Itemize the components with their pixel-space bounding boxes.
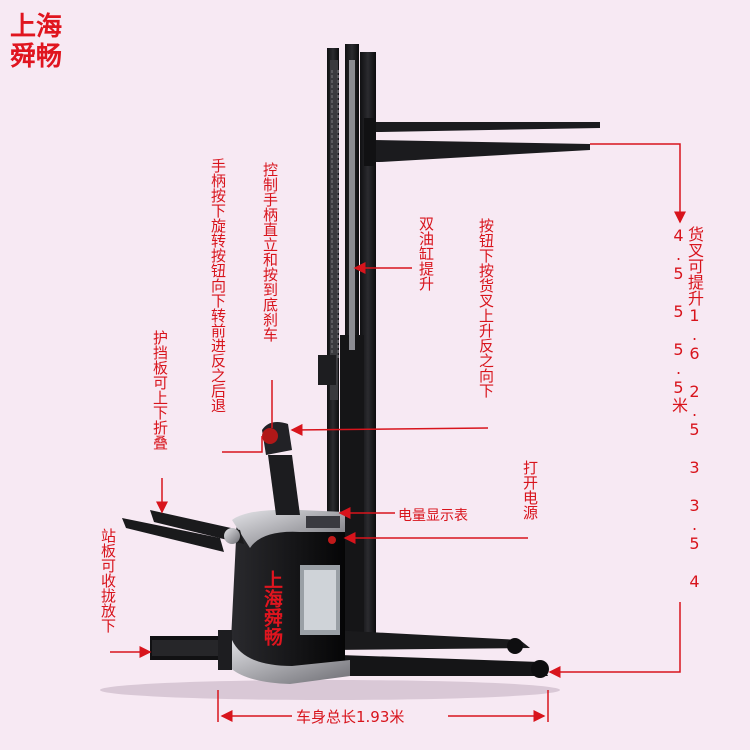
annotation-handle-rotate: 手柄按下旋转按钮向下转前进反之后退 — [209, 158, 227, 413]
base-legs — [330, 630, 549, 678]
annotation-body-length: 车身总长1.93米 — [296, 708, 405, 726]
forks — [364, 118, 600, 166]
annotation-guard: 护挡板可上下折叠 — [151, 330, 169, 450]
annotation-handle-control: 控制手柄直立和按到底刹车 — [261, 162, 279, 342]
truck-body — [220, 509, 350, 684]
folding-platform — [150, 630, 232, 670]
annotation-platform: 站板可收拢放下 — [99, 528, 117, 633]
annotation-double-cylinder: 双油缸提升 — [417, 216, 435, 291]
annotation-lift-height: 货叉可提升1.6 2.5 3 3.5 4 4.5 5 5.5米 — [669, 226, 704, 591]
control-handle — [262, 422, 300, 515]
body-watermark: 上海舜畅 — [261, 570, 283, 646]
brand-line-2: 舜畅 — [10, 42, 63, 72]
brand-logo: 上海 舜畅 — [10, 12, 62, 72]
annotation-fork-button: 按钮下按货叉上升反之向下 — [477, 218, 495, 398]
annotation-power-switch: 打开电源 — [521, 460, 539, 520]
mast — [318, 44, 376, 648]
floor-shadow — [100, 680, 560, 700]
brand-line-1: 上海 — [10, 12, 63, 42]
annotation-lines — [110, 143, 686, 722]
annotation-power-display: 电量显示表 — [398, 508, 468, 524]
guard-arms — [122, 510, 244, 552]
